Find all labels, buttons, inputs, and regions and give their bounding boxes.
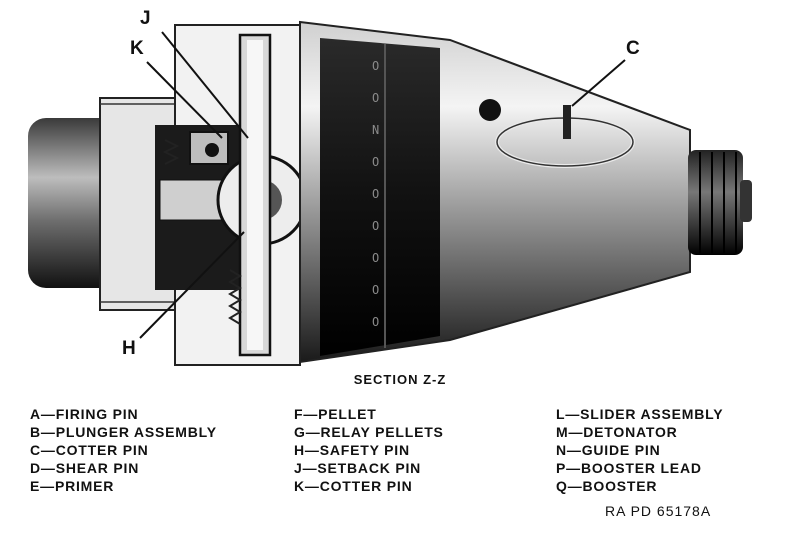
ring-mark: O [372, 59, 379, 73]
legend-item: E—PRIMER [30, 478, 115, 494]
section-caption: SECTION Z-Z [353, 372, 447, 387]
leader-h [139, 231, 245, 339]
ring-mark: O [372, 283, 379, 297]
reference-number: RA PD 65178A [605, 503, 712, 519]
fuze-body [299, 20, 691, 364]
legend-item: N—GUIDE PIN [556, 442, 661, 458]
callout-k: K [130, 38, 144, 59]
ring-mark: O [372, 155, 379, 169]
legend-item: B—PLUNGER ASSEMBLY [30, 424, 217, 440]
legend-item: P—BOOSTER LEAD [556, 460, 702, 476]
legend-item: D—SHEAR PIN [30, 460, 140, 476]
leader-lines [139, 31, 626, 339]
cutaway-housing [155, 24, 308, 366]
ring-markings: O O N O O O O O O [372, 59, 379, 329]
ring-mark: O [372, 219, 379, 233]
callout-j: J [140, 8, 151, 29]
legend-item: Q—BOOSTER [556, 478, 658, 494]
legend-item: K—COTTER PIN [294, 478, 413, 494]
ring-mark: O [372, 315, 379, 329]
legend-column-3: L—SLIDER ASSEMBLY M—DETONATOR N—GUIDE PI… [556, 405, 723, 495]
legend-column-1: A—FIRING PIN B—PLUNGER ASSEMBLY C—COTTER… [30, 405, 217, 495]
callout-c: C [626, 38, 640, 59]
ring-mark: O [372, 91, 379, 105]
legend-item: G—RELAY PELLETS [294, 424, 444, 440]
legend-column-2: F—PELLET G—RELAY PELLETS H—SAFETY PIN J—… [294, 405, 444, 495]
legend-item: M—DETONATOR [556, 424, 678, 440]
legend-item: L—SLIDER ASSEMBLY [556, 406, 724, 422]
callout-h: H [122, 338, 136, 359]
leader-c [571, 59, 626, 107]
nose-cap [688, 150, 752, 255]
ring-mark: N [372, 123, 379, 137]
ring-mark: O [372, 251, 379, 265]
legend-item: F—PELLET [294, 406, 377, 422]
legend-item: J—SETBACK PIN [294, 460, 422, 476]
leader-k-top [146, 61, 223, 139]
leader-j [161, 31, 249, 139]
fuze-section-illustration: O O N O O O O O O [28, 20, 752, 366]
legend-item: C—COTTER PIN [30, 442, 149, 458]
legend-item: A—FIRING PIN [30, 406, 139, 422]
legend-item: H—SAFETY PIN [294, 442, 410, 458]
ring-mark: O [372, 187, 379, 201]
